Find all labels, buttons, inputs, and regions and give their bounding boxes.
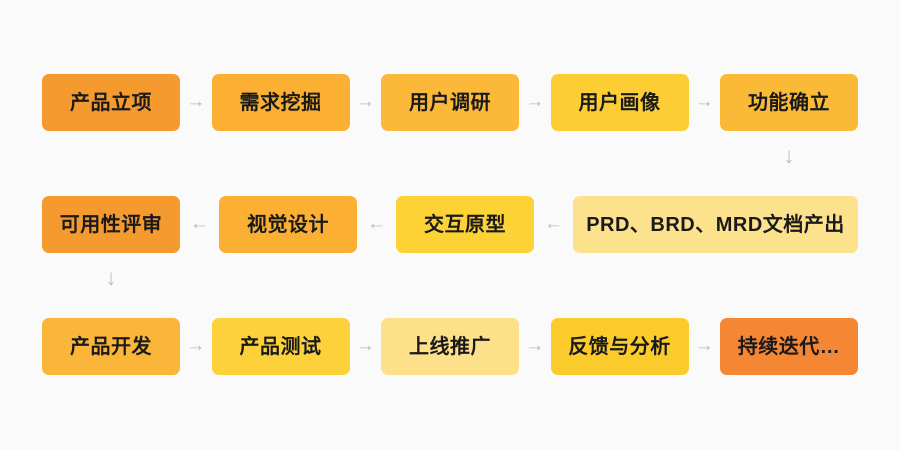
arrow-left-icon: ← <box>190 213 209 234</box>
flow-node-产品立项[interactable]: 产品立项 <box>42 74 180 131</box>
flow-node-视觉设计[interactable]: 视觉设计 <box>219 196 357 253</box>
flow-node-prd-brd-mrd[interactable]: PRD、BRD、MRD文档产出 <box>573 196 858 253</box>
flow-node-上线推广[interactable]: 上线推广 <box>381 318 519 375</box>
arrow-right-icon: → <box>355 91 375 112</box>
arrow-left-icon: ← <box>367 213 386 234</box>
flow-node-label: 交互原型 <box>424 213 506 236</box>
flow-node-label: 持续迭代… <box>737 335 841 358</box>
arrow-left-icon: ← <box>544 213 563 234</box>
flow-node-label: 上线推广 <box>409 335 491 358</box>
arrow-down-icon-row2-to-row3: ↓ <box>105 265 117 290</box>
flow-node-label: 产品测试 <box>239 335 322 358</box>
arrow-right-icon: → <box>694 335 714 356</box>
flow-node-可用性评审[interactable]: 可用性评审 <box>42 196 180 253</box>
flow-node-持续迭代[interactable]: 持续迭代… <box>720 318 858 375</box>
arrow-down-icon-row1-to-row2: ↓ <box>783 143 795 168</box>
flow-node-label: 功能确立 <box>748 91 830 114</box>
flow-node-产品测试[interactable]: 产品测试 <box>211 318 350 375</box>
arrow-right-icon: → <box>694 91 714 112</box>
arrow-right-icon: → <box>186 335 206 356</box>
arrow-right-icon: → <box>355 335 375 356</box>
flow-row-2: 可用性评审 ← 视觉设计 ← 交互原型 ← PRD、BRD、MRD文档产出 <box>42 196 858 253</box>
flow-row-1: 产品立项 → 需求挖掘 → 用户调研 → 用户画像 → 功能确立 <box>42 74 858 131</box>
arrow-right-icon: → <box>525 335 545 356</box>
flow-node-label: 用户画像 <box>578 91 661 114</box>
arrow-right-icon: → <box>525 91 545 112</box>
flow-row-3: 产品开发 → 产品测试 → 上线推广 → 反馈与分析 → 持续迭代… <box>42 318 858 375</box>
flow-node-功能确立[interactable]: 功能确立 <box>720 74 858 131</box>
flow-node-label: 可用性评审 <box>59 213 163 236</box>
flow-node-label: 反馈与分析 <box>568 335 671 358</box>
flow-node-label: 需求挖掘 <box>239 91 322 114</box>
flow-node-label: 产品开发 <box>70 335 152 358</box>
flow-node-需求挖掘[interactable]: 需求挖掘 <box>211 74 350 131</box>
flow-node-label: 产品立项 <box>70 91 152 114</box>
flow-node-反馈与分析[interactable]: 反馈与分析 <box>550 318 689 375</box>
flow-node-用户画像[interactable]: 用户画像 <box>550 74 689 131</box>
flow-node-label: 视觉设计 <box>247 213 329 236</box>
flow-node-用户调研[interactable]: 用户调研 <box>381 74 519 131</box>
flow-node-label: 用户调研 <box>409 91 491 114</box>
flow-node-label: PRD、BRD、MRD文档产出 <box>586 213 845 236</box>
arrow-right-icon: → <box>186 91 206 112</box>
flow-node-产品开发[interactable]: 产品开发 <box>42 318 180 375</box>
flow-node-交互原型[interactable]: 交互原型 <box>396 196 534 253</box>
